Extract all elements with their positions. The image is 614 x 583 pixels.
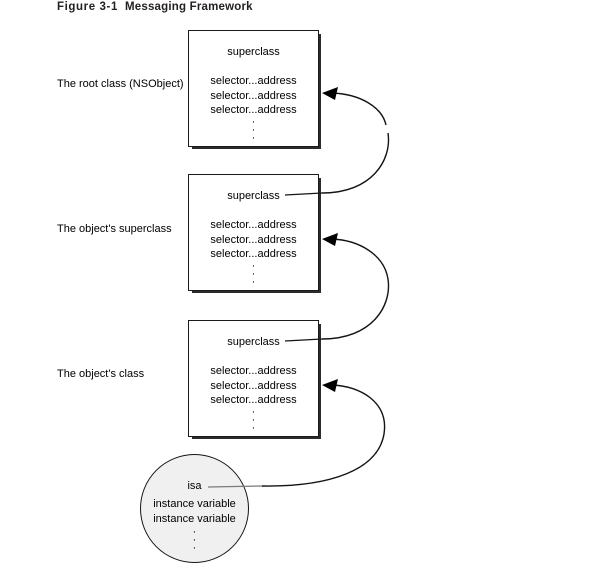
- ellipsis-dot: ·: [251, 260, 256, 272]
- superclass-box[interactable]: superclass selector...address selector..…: [188, 174, 319, 291]
- method-slot: selector...address: [210, 379, 297, 392]
- method-slot: selector...address: [210, 104, 297, 116]
- pointer-curve-upper-1: [331, 92, 387, 126]
- figure-title: Figure 3-1 Messaging Framework: [57, 1, 253, 13]
- method-slot: selector...address: [210, 248, 297, 260]
- figure-caption: Messaging Framework: [124, 1, 253, 13]
- ellipsis-dot: ·: [251, 132, 256, 144]
- class-box-method-list: selector...address selector...address se…: [189, 364, 318, 408]
- root-class-box[interactable]: superclass selector...address selector..…: [188, 30, 319, 147]
- ellipsis-dot: ·: [192, 542, 197, 554]
- pointer-curve-2: [321, 238, 390, 340]
- superclass-box-method-list: selector...address selector...address se…: [189, 218, 318, 262]
- ellipsis-dot: ·: [251, 406, 256, 418]
- instance-ellipsis: · · ·: [141, 526, 248, 554]
- root-class-superclass-slot: superclass: [227, 46, 280, 58]
- label-object-class: The object's class: [57, 368, 145, 380]
- ellipsis-dot: ·: [192, 534, 197, 546]
- root-class-method-list: selector...address selector...address se…: [189, 74, 318, 118]
- ellipsis-dot: ·: [251, 116, 256, 128]
- superclass-box-ellipsis: · · ·: [189, 260, 318, 288]
- class-box-superclass-slot: superclass: [227, 336, 280, 348]
- ellipsis-dot: ·: [251, 422, 256, 434]
- instance-variable-slot: instance variable: [153, 498, 236, 510]
- instance-object-circle[interactable]: isa instance variable instance variable …: [140, 454, 249, 563]
- class-box[interactable]: superclass selector...address selector..…: [188, 320, 319, 437]
- method-slot: selector...address: [210, 233, 297, 246]
- isa-pointer-slot: isa: [187, 480, 202, 492]
- method-slot: selector...address: [210, 219, 297, 231]
- ellipsis-dot: ·: [251, 124, 256, 136]
- pointer-curve-lower-1: [321, 132, 390, 194]
- label-root-class: The root class (NSObject): [57, 78, 184, 90]
- root-class-ellipsis: · · ·: [189, 116, 318, 144]
- arrow-head-icon: [322, 87, 338, 100]
- ellipsis-dot: ·: [192, 526, 197, 538]
- label-object-superclass: The object's superclass: [57, 223, 172, 235]
- method-slot: selector...address: [210, 365, 297, 377]
- figure-number: Figure 3-1: [57, 1, 118, 13]
- ellipsis-dot: ·: [251, 414, 256, 426]
- arrow-head-icon: [322, 379, 338, 392]
- method-slot: selector...address: [210, 89, 297, 102]
- superclass-box-superclass-slot: superclass: [227, 190, 280, 202]
- method-slot: selector...address: [210, 75, 297, 87]
- instance-variable-slot: instance variable: [153, 513, 236, 525]
- instance-variable-list: instance variable instance variable: [141, 497, 248, 527]
- class-box-ellipsis: · · ·: [189, 406, 318, 434]
- ellipsis-dot: ·: [251, 276, 256, 288]
- ellipsis-dot: ·: [251, 268, 256, 280]
- arrow-head-icon: [322, 233, 338, 246]
